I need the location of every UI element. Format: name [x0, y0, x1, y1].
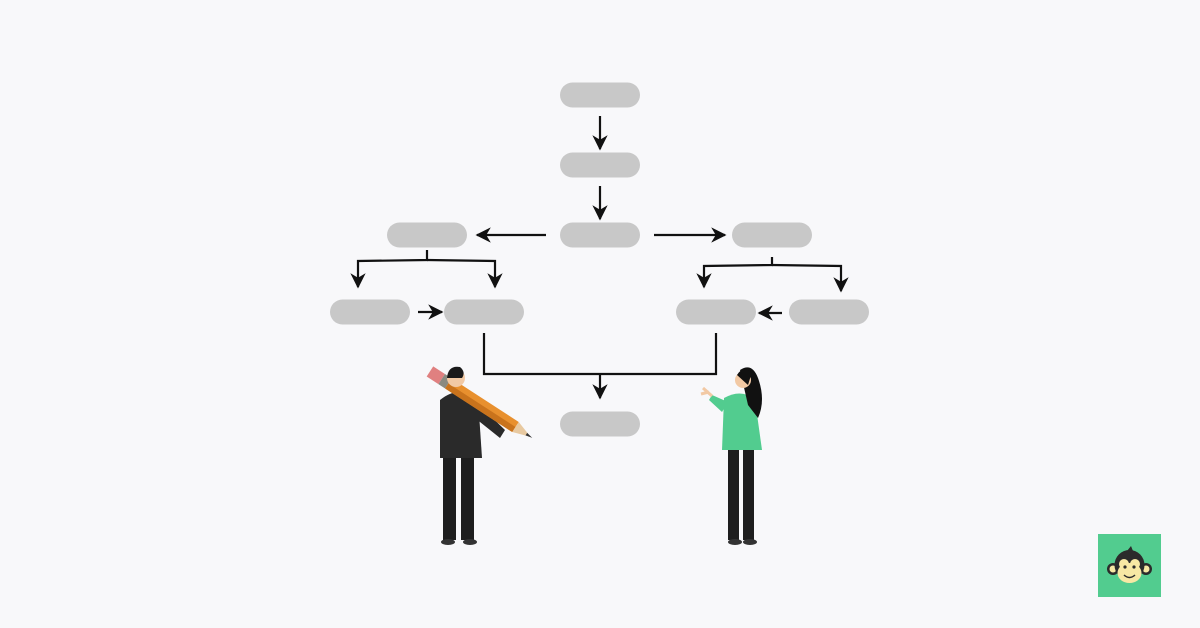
flowchart-edges — [350, 116, 849, 400]
flowchart-node — [789, 299, 869, 325]
man-with-pencil-figure — [426, 366, 533, 545]
flowchart-arrow — [771, 263, 849, 293]
flowchart-node — [560, 152, 640, 178]
flowchart-node — [330, 299, 410, 325]
flowchart-nodes — [330, 82, 869, 437]
flowchart-node — [732, 222, 812, 248]
monkey-face-icon — [1107, 546, 1152, 583]
flowchart-node — [387, 222, 467, 248]
flowchart-arrow — [350, 250, 429, 289]
flowchart-arrow — [696, 257, 774, 289]
flowchart-connector — [482, 333, 718, 376]
monkey-logo — [1098, 534, 1161, 597]
flowchart-node — [560, 222, 640, 248]
flowchart-node — [560, 82, 640, 108]
flowchart-node — [560, 411, 640, 437]
flowchart-node — [676, 299, 756, 325]
woman-figure — [700, 367, 762, 545]
flowchart-arrow — [426, 258, 503, 289]
flowchart-node — [444, 299, 524, 325]
